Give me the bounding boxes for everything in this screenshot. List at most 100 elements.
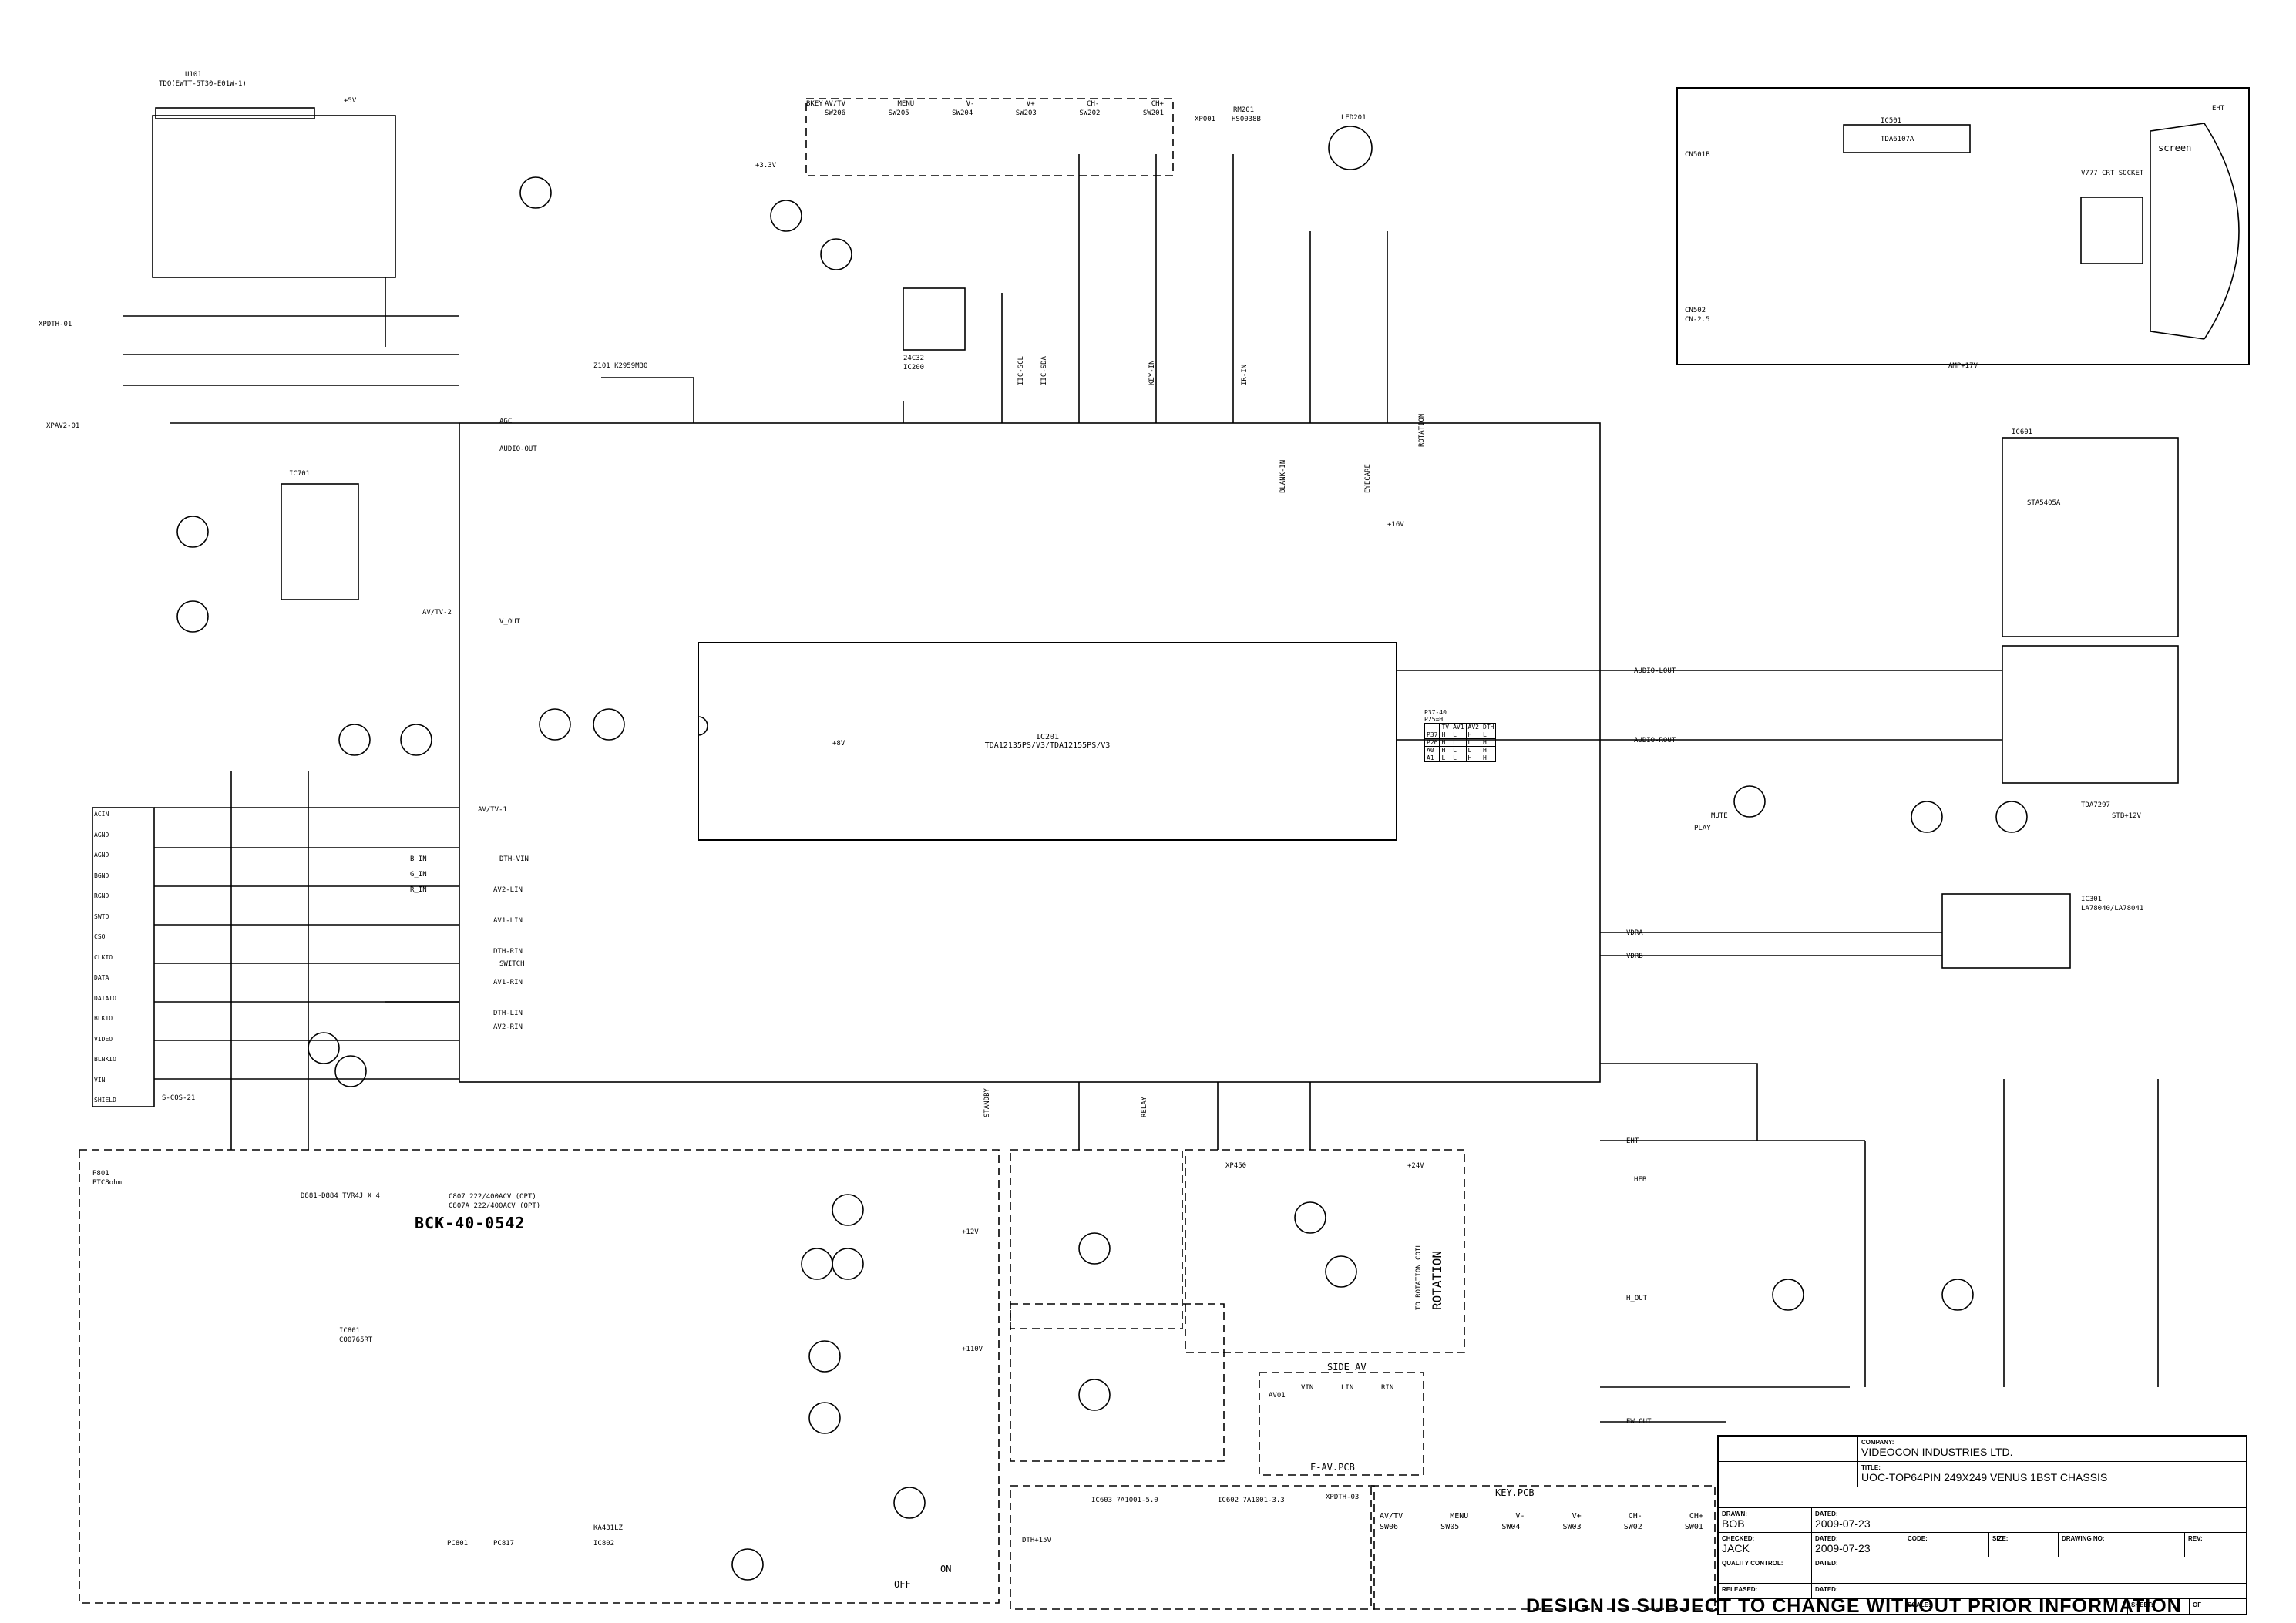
key-pcb-sw: SW01 xyxy=(1684,1523,1703,1531)
front-sw-6: SW201 xyxy=(1142,109,1164,117)
side-av-vin[interactable]: VIN xyxy=(1301,1384,1314,1392)
net-label: EHT xyxy=(1626,1137,1639,1145)
rail-label: AMP+17V xyxy=(1948,362,1978,370)
power-off[interactable]: OFF xyxy=(894,1579,911,1590)
vertical-ic-outline xyxy=(1941,893,2071,969)
signal-table-sub: P25=H xyxy=(1424,716,1444,723)
net-label: ROTATION xyxy=(1418,413,1426,447)
key-pcb-menu[interactable]: MENU xyxy=(1450,1512,1469,1521)
front-key-bkey: BKEY xyxy=(806,100,823,108)
net-label: AUDIO-OUT xyxy=(499,445,537,453)
key-pcb-vminus[interactable]: V- xyxy=(1515,1512,1525,1521)
net-label: H_OUT xyxy=(1626,1295,1648,1302)
key-pcb-sw: SW06 xyxy=(1380,1523,1399,1531)
title-size-key: SIZE: xyxy=(1992,1535,2009,1542)
title-checked-key: CHECKED: xyxy=(1722,1535,1755,1542)
signal-table-cell: A1 xyxy=(1424,754,1440,762)
av-connector-outline xyxy=(92,807,155,1107)
signal-table-cell: L xyxy=(1480,731,1497,739)
net-label: HFB xyxy=(1634,1176,1647,1184)
signal-table-cell: H xyxy=(1439,731,1452,739)
tuner-outline xyxy=(152,115,396,278)
title-quality-key: QUALITY CONTROL: xyxy=(1722,1560,1783,1567)
footer-note: DESIGN IS SUBJECT TO CHANGE WITHOUT PRIO… xyxy=(1526,1595,2182,1617)
power-bridge: D881~D884 TVR4J X 4 xyxy=(301,1192,380,1200)
title-scale-key: SCALE: xyxy=(1908,1601,1931,1608)
reg-ic603: IC603 7A1001-5.0 xyxy=(1091,1497,1158,1504)
side-av-rin[interactable]: RIN xyxy=(1381,1384,1394,1392)
rail-label: +3.3V xyxy=(755,162,777,170)
rail-label: +8V xyxy=(832,740,845,748)
key-pcb-title: KEY.PCB xyxy=(1495,1487,1535,1498)
net-label: SWITCH xyxy=(499,960,525,968)
net-label: AV/TV-1 xyxy=(478,806,507,814)
net-label: VDRA xyxy=(1626,929,1643,937)
crt-cn502: CN502 xyxy=(1685,307,1706,314)
title-rev-key: REV: xyxy=(2188,1535,2203,1542)
av-pin: AGND xyxy=(94,831,109,838)
audio-amp-outline xyxy=(2002,437,2179,637)
av-pin: BLKIO xyxy=(94,1015,113,1022)
av-connector-pins: ACIN AGND AGND BGND RGND SWTO CSO CLKIO … xyxy=(94,811,116,1104)
front-sw-5: SW202 xyxy=(1079,109,1101,117)
rail-label: +5V xyxy=(344,97,357,105)
eeprom-part: IC200 xyxy=(903,364,925,371)
rotation-xp: XP450 xyxy=(1225,1162,1247,1170)
crt-cn25: CN-2.5 xyxy=(1685,316,1710,324)
net-label: IIC-SDA xyxy=(1040,356,1048,385)
power-ka431: KA431LZ xyxy=(593,1524,623,1532)
front-key-chplus[interactable]: CH+ xyxy=(1151,100,1164,108)
key-pcb-sw: SW05 xyxy=(1440,1523,1460,1531)
title-of-key: OF xyxy=(2193,1601,2202,1608)
net-label: KEY-IN xyxy=(1148,360,1156,385)
net-label: AV2-LIN xyxy=(493,886,523,894)
side-av-connector: AV01 xyxy=(1269,1392,1286,1400)
rail-label: +24V xyxy=(1407,1162,1424,1170)
signal-table-cell: L xyxy=(1465,738,1482,747)
front-sw-4: SW203 xyxy=(1015,109,1037,117)
av2-connector: XPAV2-01 xyxy=(46,422,80,430)
main-ic-part: TDA12135PS/V3/TDA12155PS/V3 xyxy=(984,741,1111,750)
title-company-key: COMPANY: xyxy=(1861,1439,1894,1446)
front-key-vminus[interactable]: V- xyxy=(966,100,975,108)
net-label: AV1-LIN xyxy=(493,917,523,925)
key-pcb-vplus[interactable]: V+ xyxy=(1572,1512,1582,1521)
net-label: DTH-RIN xyxy=(493,948,523,956)
av-pin: DATAIO xyxy=(94,994,116,1002)
net-label: AV1-RIN xyxy=(493,979,523,986)
key-pcb-switches: SW06 SW05 SW04 SW03 SW02 SW01 xyxy=(1380,1523,1703,1531)
net-label: MUTE xyxy=(1711,812,1728,820)
rotation-label: ROTATION xyxy=(1430,1250,1444,1310)
front-key-chminus[interactable]: CH- xyxy=(1087,100,1100,108)
net-label: AUDIO-ROUT xyxy=(1634,737,1676,744)
signal-table-cell: L xyxy=(1451,754,1467,762)
title-block: COMPANY: VIDEOCON INDUSTRIES LTD. TITLE:… xyxy=(1717,1435,2247,1615)
key-pcb-avtv[interactable]: AV/TV xyxy=(1380,1512,1403,1521)
key-pcb-chplus[interactable]: CH+ xyxy=(1689,1512,1703,1521)
crt-screen-label: screen xyxy=(2158,143,2192,153)
av-pin: AGND xyxy=(94,852,109,859)
reg-xp: XPDTH-03 xyxy=(1326,1494,1360,1501)
dth-connector: XPDTH-01 xyxy=(39,321,72,328)
audio-switch-ref: IC701 xyxy=(289,470,311,478)
title-drawing-no-key: DRAWING NO: xyxy=(2062,1535,2105,1542)
power-on[interactable]: ON xyxy=(940,1564,952,1574)
av-pin: VIN xyxy=(94,1076,106,1084)
key-pcb-chminus[interactable]: CH- xyxy=(1628,1512,1642,1521)
power-ic802: IC802 xyxy=(593,1540,615,1547)
power-pc801: PC801 xyxy=(447,1540,469,1547)
net-label: BLANK-IN xyxy=(1279,459,1287,493)
av-pin: CSO xyxy=(94,933,106,940)
side-av-lin[interactable]: LIN xyxy=(1341,1384,1354,1392)
signal-table: P37-40 P25=H TV AV1 AV2 DTH P37 H L H L … xyxy=(1424,709,1497,762)
net-label: AV/TV-2 xyxy=(422,609,452,617)
front-key-avtv[interactable]: AV/TV xyxy=(825,100,846,108)
net-label: R_IN xyxy=(410,886,427,894)
rail-label: DTH+15V xyxy=(1022,1537,1051,1544)
front-key-vplus[interactable]: V+ xyxy=(1026,100,1035,108)
front-key-menu[interactable]: MENU xyxy=(897,100,915,108)
av-pin: SHIELD xyxy=(94,1097,116,1104)
key-pcb-sw: SW04 xyxy=(1501,1523,1521,1531)
rail-label: +110V xyxy=(962,1346,983,1353)
side-av-title: SIDE AV xyxy=(1327,1362,1367,1373)
